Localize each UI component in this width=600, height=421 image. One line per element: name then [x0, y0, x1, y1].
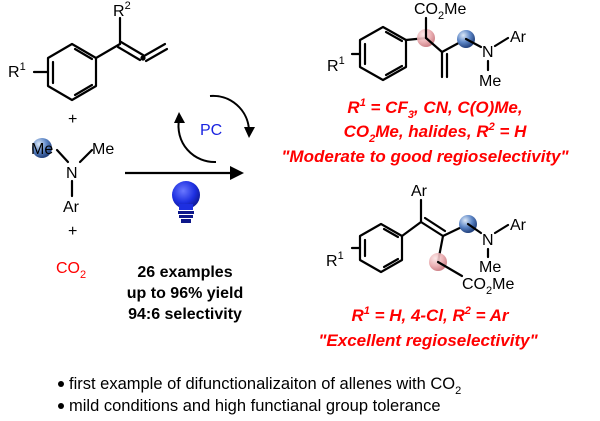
product-top-n: N: [482, 44, 494, 61]
co2-reactant: CO2: [56, 260, 86, 281]
amine-n: N: [66, 165, 78, 182]
product-top: R1 CO2Me N Ar Me: [327, 1, 527, 90]
product-top-ar: Ar: [510, 29, 527, 46]
amine-ar: Ar: [63, 199, 80, 216]
allene-r2-label: R2: [113, 0, 131, 20]
product-top-scope-1: R1 = CF3, CN, C(O)Me,: [347, 97, 522, 121]
plus-sign-2: +: [68, 223, 77, 240]
blue-sphere-icon: [32, 138, 52, 158]
amine-reactant: Me N Me Ar: [31, 138, 114, 216]
photocatalyst-label: PC: [200, 122, 222, 139]
product-bottom-regioselectivity: "Excellent regioselectivity": [318, 331, 538, 350]
plus-sign-1: +: [68, 111, 77, 128]
bullet-item-1: first example of difunctionalizaiton of …: [69, 375, 461, 397]
reaction-arrow: [125, 166, 244, 180]
product-bottom-n: N: [482, 232, 494, 249]
allene-reactant: R1 R2: [8, 0, 169, 102]
summary-selectivity: 94:6 selectivity: [128, 306, 242, 323]
product-bottom-r1: R1: [326, 250, 344, 270]
summary-yield: up to 96% yield: [127, 285, 243, 302]
product-bottom: R1 Ar N Ar Me CO2Me: [326, 183, 527, 297]
product-top-r1: R1: [327, 55, 345, 75]
product-top-ester: CO2Me: [414, 1, 466, 22]
product-bottom-ester: CO2Me: [462, 276, 514, 297]
bullet-list: first example of difunctionalizaiton of …: [58, 375, 461, 415]
product-bottom-ar: Ar: [510, 217, 527, 234]
product-bottom-me: Me: [479, 259, 501, 276]
product-top-scope-2: CO2Me, halides, R2 = H: [344, 121, 527, 145]
product-bottom-ar-top: Ar: [411, 183, 428, 200]
light-bulb-icon: [172, 181, 200, 223]
bullet-item-2: mild conditions and high functianal grou…: [69, 397, 441, 415]
allene-r1-label: R1: [8, 61, 26, 81]
bullet-dot-icon: [58, 381, 64, 387]
summary: 26 examples up to 96% yield 94:6 selecti…: [127, 264, 243, 323]
amine-me-left: Me: [31, 141, 53, 158]
amine-me-right: Me: [92, 141, 114, 158]
photocatalyst-cycle: PC: [174, 94, 255, 164]
product-bottom-scope: R1 = H, 4-Cl, R2 = Ar: [351, 305, 509, 325]
summary-examples: 26 examples: [137, 264, 232, 281]
product-top-me: Me: [479, 73, 501, 90]
product-top-regioselectivity: "Moderate to good regioselectivity": [281, 147, 569, 166]
bullet-dot-icon: [58, 403, 64, 409]
